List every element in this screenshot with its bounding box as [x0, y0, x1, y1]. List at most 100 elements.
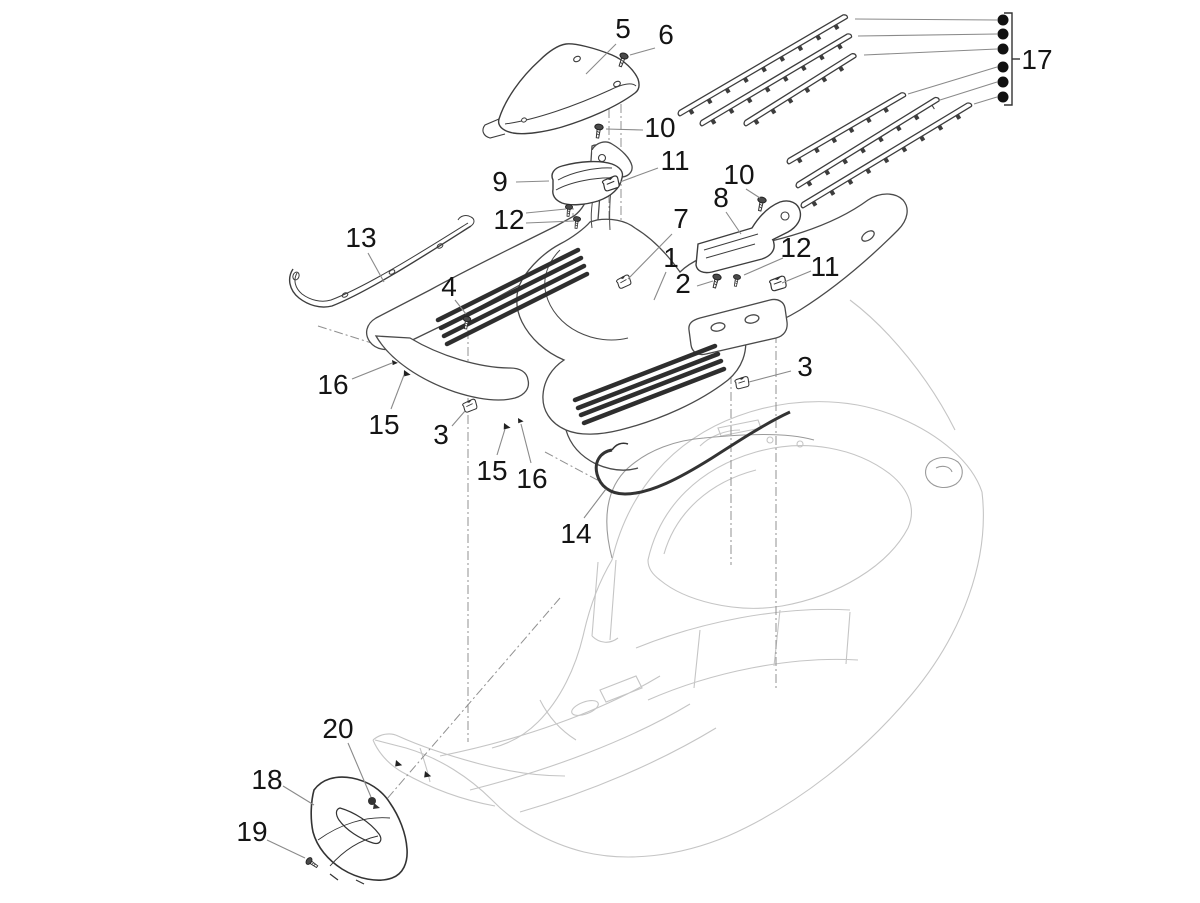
- strip-leader-line: [863, 48, 998, 56]
- callout-leader-12: [525, 208, 567, 214]
- strip-leader-line: [907, 66, 998, 95]
- strip-leader-line: [973, 96, 998, 105]
- callout-leader-10: [605, 128, 644, 131]
- callout-leader-1: [653, 271, 667, 301]
- part-floorboard: [365, 141, 908, 471]
- callout-leader-3: [451, 410, 466, 427]
- callout-14: 14: [560, 518, 591, 549]
- callout-leader-13: [367, 252, 385, 283]
- callout-15: 15: [368, 409, 399, 440]
- callout-leader-3: [748, 370, 792, 383]
- callout-9: 9: [492, 166, 508, 197]
- strip-leader-line: [939, 81, 998, 101]
- callout-leader-12: [743, 257, 784, 276]
- callout-10: 10: [723, 159, 754, 190]
- strip-callout-dot: [997, 43, 1009, 55]
- strip-callout-dot: [997, 76, 1009, 88]
- strip-callout-group: [854, 12, 1020, 106]
- callout-leader-4: [454, 299, 467, 315]
- part-floor-trim-curve: [594, 410, 791, 496]
- callout-11: 11: [810, 251, 839, 282]
- rubber-strip-6: [800, 102, 973, 209]
- part-passenger-footrest-pad: [695, 200, 802, 274]
- callout-3: 3: [433, 419, 449, 450]
- callout-17: 17: [1021, 44, 1052, 75]
- callout-leader-6: [629, 47, 656, 56]
- body-seat-tub-opening: [647, 445, 912, 609]
- callout-20: 20: [322, 713, 353, 744]
- callout-leader-11: [781, 270, 812, 284]
- strip-callout-dot: [997, 14, 1009, 26]
- body-underframe-lines: [439, 675, 717, 813]
- callout-leader-11: [619, 167, 659, 183]
- screw-10-right: [755, 195, 768, 213]
- clip-3-right: [733, 375, 750, 390]
- rivet-15-bottom: [501, 423, 512, 432]
- rubber-strip-4: [786, 92, 907, 165]
- floorboard-lower-lip: [565, 429, 639, 471]
- callout-leader-15: [496, 428, 506, 456]
- strip-callout-dot: [997, 28, 1009, 40]
- callout-leader-19: [266, 839, 306, 859]
- callout-3: 3: [797, 351, 813, 382]
- part-front-lower-cover: [310, 776, 408, 885]
- callout-5: 5: [615, 13, 631, 44]
- callout-18: 18: [251, 764, 282, 795]
- body-front-rim: [606, 433, 815, 559]
- callout-10: 10: [644, 112, 675, 143]
- clip-3-left: [461, 398, 479, 414]
- callout-16: 16: [317, 369, 348, 400]
- strip-leader-line: [854, 18, 998, 21]
- body-outer-silhouette: [374, 401, 984, 858]
- callout-leader-12: [525, 220, 575, 224]
- rubber-strip-2: [699, 33, 853, 127]
- callout-leader-14: [583, 488, 607, 519]
- callout-leader-10: [745, 188, 761, 199]
- body-front-cowl: [372, 733, 566, 807]
- callout-13: 13: [345, 222, 376, 253]
- rivet-body-a: [393, 760, 403, 770]
- screw-10-top: [592, 123, 605, 139]
- rubber-strips-group: [677, 14, 973, 209]
- floorboard-footrest-mount: [688, 298, 788, 356]
- callout-11: 11: [660, 145, 689, 176]
- callout-leader-7: [627, 233, 673, 280]
- scooter-body-sketch: [372, 299, 984, 858]
- callout-leader-8: [725, 211, 742, 235]
- callout-leader-20: [347, 742, 372, 798]
- callout-1: 1: [663, 242, 679, 273]
- floorboard-left-wing: [374, 335, 530, 401]
- part-left-trim-rail: [288, 215, 475, 308]
- rubber-strip-1: [677, 14, 849, 117]
- callout-leader-16: [351, 362, 393, 380]
- callout-8: 8: [713, 182, 729, 213]
- rubber-strip-3: [743, 53, 857, 127]
- body-rear-latch: [925, 456, 963, 489]
- callout-12: 12: [780, 232, 811, 263]
- body-tub-inner-rim: [663, 469, 757, 555]
- callout-12: 12: [493, 204, 524, 235]
- part-rubber-stop: [551, 153, 624, 206]
- fastener-20: [368, 797, 380, 809]
- callout-19: 19: [236, 816, 267, 847]
- strip-callout-dot: [997, 61, 1009, 73]
- part-top-cover: [482, 43, 640, 139]
- floorboard-tunnel-line: [544, 249, 629, 341]
- callout-15: 15: [476, 455, 507, 486]
- fasteners: [304, 51, 788, 871]
- rubber-strip-5: [795, 96, 940, 189]
- callout-16: 16: [516, 463, 547, 494]
- callout-6: 6: [658, 19, 674, 50]
- body-front-edge: [491, 559, 613, 749]
- callout-2: 2: [675, 268, 691, 299]
- callout-leader-2: [696, 280, 714, 287]
- rivet-body-b: [422, 771, 432, 781]
- body-rim-pillar: [591, 559, 619, 643]
- callout-leader-16: [520, 423, 532, 464]
- callout-leader-18: [282, 785, 315, 806]
- callout-7: 7: [673, 203, 689, 234]
- strip-leader-line: [857, 33, 998, 37]
